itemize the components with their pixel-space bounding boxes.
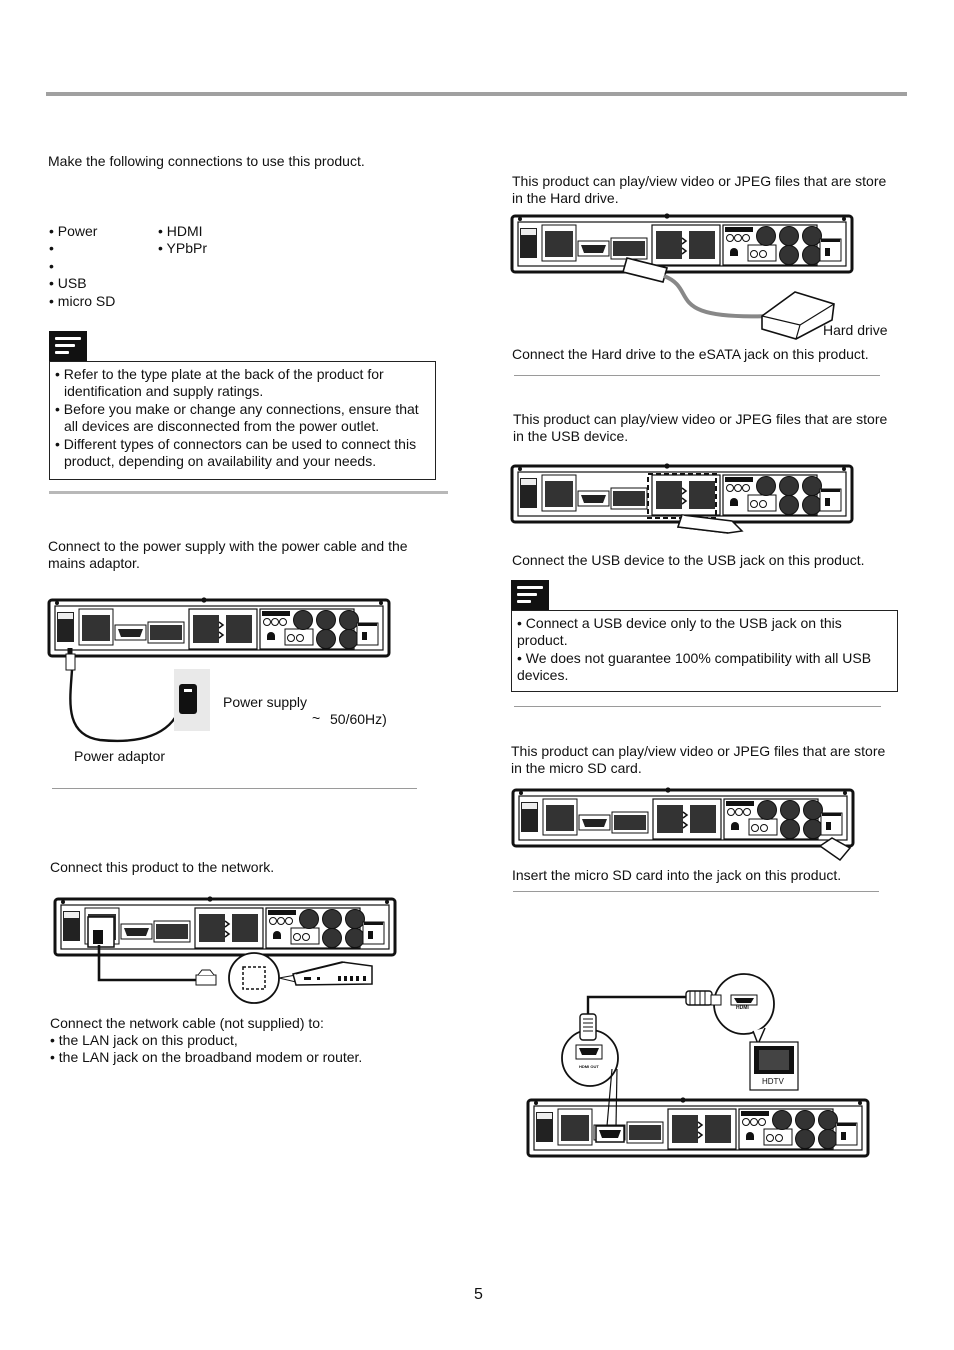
section-rule [513,891,879,892]
note-box: • Connect a USB device only to the USB j… [511,610,898,692]
usb-text-line1: This product can play/view video or JPEG… [513,411,888,427]
section-rule [49,491,448,494]
list-item: • micro SD [49,292,116,309]
connections-list-col1: • Power • • • USB • micro SD [49,223,115,310]
tilde-symbol: ~ [312,710,321,726]
connections-list-col2: • HDMI • YPbPr [158,223,207,258]
power-supply-label: Power supply [223,694,308,710]
note-box: • Refer to the type plate at the back of… [49,361,436,480]
note-item: • Different types of connectors can be u… [55,435,417,470]
list-item: • HDMI [158,223,203,239]
microsd-text-line2: in the micro SD card. [511,760,642,776]
network-cable-line2: • the LAN jack on this product, [50,1032,238,1048]
hdtv-label: HDTV [762,1077,784,1086]
usb-text-line2: in the USB device. [513,428,629,444]
note-icon [511,580,549,611]
power-instruction-line1: Connect to the power supply with the pow… [48,538,408,554]
intro-text: Make the following connections to use th… [48,153,365,169]
list-item: • YPbPr [158,240,207,257]
note-item: • Refer to the type plate at the back of… [55,366,384,400]
network-cable-line3: • the LAN jack on the broadband modem or… [50,1049,363,1065]
harddrive-diagram [510,211,854,340]
hdmi-out-label: HDMI OUT [579,1064,599,1069]
microsd-text-line1: This product can play/view video or JPEG… [511,743,886,759]
list-item: • [49,257,54,274]
note-item: • We does not guarantee 100% compatibili… [517,649,872,684]
harddrive-connect-text: Connect the Hard drive to the eSATA jack… [512,346,869,362]
harddrive-text-line1: This product can play/view video or JPEG… [512,173,887,189]
network-cable-line1: Connect the network cable (not supplied)… [50,1015,324,1031]
usb-connect-text: Connect the USB device to the USB jack o… [512,552,865,568]
list-item: • USB [49,275,87,292]
power-adaptor-label: Power adaptor [74,748,166,764]
section-rule [514,706,881,707]
network-diagram [53,894,397,1004]
microsd-diagram [511,785,855,862]
note-icon [49,331,87,362]
network-instruction: Connect this product to the network. [50,859,275,875]
usb-diagram [510,461,854,534]
section-rule [514,375,880,376]
microsd-connect-text: Insert the micro SD card into the jack o… [512,867,842,883]
header-rule [46,92,907,96]
power-frequency-label: 50/60Hz) [330,711,387,727]
note-item: • Connect a USB device only to the USB j… [517,615,842,649]
harddrive-text-line2: in the Hard drive. [512,190,619,206]
power-instruction-line2: mains adaptor. [48,555,140,571]
note-item: • Before you make or change any connecti… [55,400,419,435]
list-item: • Power [49,223,98,239]
hdmi-port-label: HDMI [736,1005,749,1011]
page-number: 5 [474,1286,483,1303]
harddrive-label: Hard drive [823,322,888,338]
section-rule [52,788,417,789]
list-item: • [49,240,54,257]
